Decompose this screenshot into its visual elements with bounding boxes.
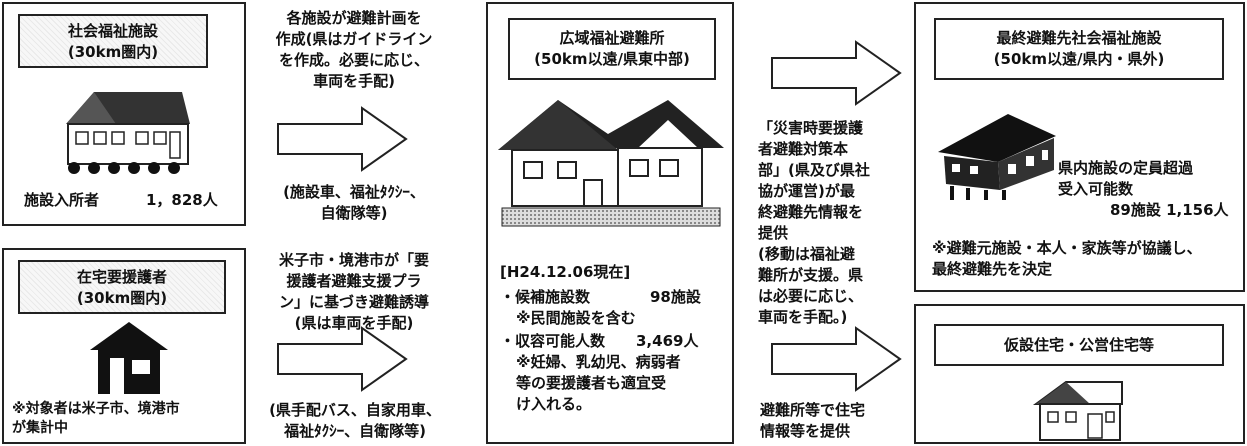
housing-title-text: 仮設住宅・公営住宅等 xyxy=(1003,336,1154,354)
capacity-label: ・収容可能人数 xyxy=(500,332,606,350)
home-panel: 在宅要援護者 (30km圏内) ※対象者は米子市、境港市 が集計中 xyxy=(2,248,246,444)
shelter-panel: 広域福祉避難所 (50km以遠/県東中部) [H24.12.06現在] ・候補施… xyxy=(486,2,734,444)
final-note: ※避難元施設・本人・家族等が協議し、 最終避難先を決定 xyxy=(932,239,1202,278)
facility-title-line1: 社会福祉施設 xyxy=(67,22,158,40)
final-title: 最終避難先社会福祉施設 (50km以遠/県内・県外) xyxy=(934,18,1224,80)
arrow-bottom-vehicles: (県手配バス、自家用車、 福祉ﾀｸｼｰ、自衛隊等) xyxy=(269,401,441,440)
shelter-building-icon xyxy=(498,90,724,230)
over-capacity-text: 県内施設の定員超過 受入可能数 xyxy=(1058,159,1194,198)
final-building-icon xyxy=(938,110,1058,202)
arrow-right-top-icon xyxy=(770,40,902,106)
facility-building-icon xyxy=(54,84,194,176)
final-title-line1: 最終避難先社会福祉施設 xyxy=(996,29,1162,47)
over-capacity-value: 89施設 1,156人 xyxy=(1110,201,1229,219)
candidates-value: 98施設 xyxy=(650,288,701,306)
candidates-note: ※民間施設を含む xyxy=(516,309,636,327)
house-icon xyxy=(88,320,170,396)
housing-house-icon xyxy=(1032,378,1126,442)
housing-title: 仮設住宅・公営住宅等 xyxy=(934,324,1224,366)
candidates-label: ・候補施設数 xyxy=(500,288,591,306)
facility-panel: 社会福祉施設 (30km圏内) 施設入所者 1，828人 xyxy=(2,2,246,226)
home-title: 在宅要援護者 (30km圏内) xyxy=(18,260,226,314)
capacity-note: ※妊婦、乳幼児、病弱者 等の要援護者も適宜受 け入れる。 xyxy=(516,353,681,413)
final-title-line2: (50km以遠/県内・県外) xyxy=(993,50,1165,68)
arrow-right-bottom-icon xyxy=(770,326,902,392)
facility-title: 社会福祉施設 (30km圏内) xyxy=(18,14,208,68)
capacity-value: 3,469人 xyxy=(636,332,699,350)
housing-panel: 仮設住宅・公営住宅等 xyxy=(914,304,1245,444)
shelter-title: 広域福祉避難所 (50km以遠/県東中部) xyxy=(508,18,716,80)
home-title-line1: 在宅要援護者 xyxy=(76,268,167,286)
facility-title-line2: (30km圏内) xyxy=(67,43,159,61)
home-note: ※対象者は米子市、境港市 が集計中 xyxy=(12,401,180,436)
arrow-bottom-icon xyxy=(276,326,408,392)
arrow-top-vehicles: (施設車、福祉ﾀｸｼｰ、 自衛隊等) xyxy=(283,183,425,222)
arrow-top-text: 各施設が避難計画を 作成(県はガイドライン を作成。必要に応じ、 車両を手配) xyxy=(275,9,433,90)
middle-column-bottom-text: 避難所等で住宅 情報等を提供 xyxy=(760,401,866,440)
shelter-title-line2: (50km以遠/県東中部) xyxy=(534,50,690,68)
final-panel: 最終避難先社会福祉施設 (50km以遠/県内・県外) 県内施設の定員超過 受入可… xyxy=(914,2,1245,292)
arrow-bottom-text: 米子市・境港市が「要 援護者避難支援プラ ン」に基づき避難誘導 (県は車両を手配… xyxy=(278,251,429,332)
home-title-line2: (30km圏内) xyxy=(76,289,168,307)
residents-label: 施設入所者 xyxy=(24,191,100,209)
arrow-top-icon xyxy=(276,106,408,172)
residents-count: 1，828人 xyxy=(146,191,218,209)
middle-column-text: 「災害時要援護 者避難対策本 部」(県及び県社 協が運営)が最 終避難先情報を … xyxy=(758,119,870,326)
shelter-date: [H24.12.06現在] xyxy=(500,263,631,281)
shelter-title-line1: 広域福祉避難所 xyxy=(559,29,665,47)
